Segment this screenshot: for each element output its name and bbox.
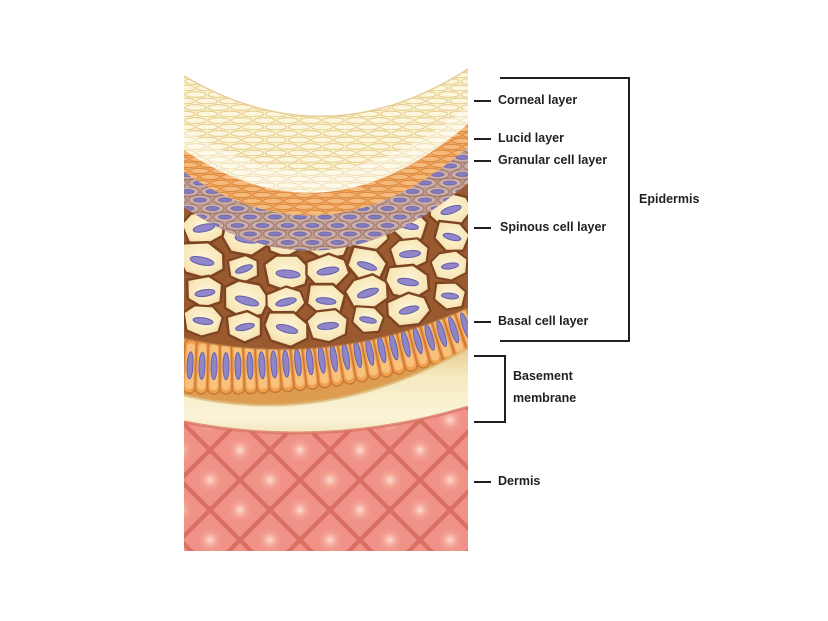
basement-membrane-bracket <box>474 355 506 423</box>
dermis-band <box>184 407 468 551</box>
label-epidermis: Epidermis <box>639 192 700 206</box>
label-basement-membrane: Basement membrane <box>513 369 577 405</box>
tick-basal-layer <box>474 321 491 323</box>
label-lucid-layer: Lucid layer <box>498 131 564 145</box>
label-corneal-layer: Corneal layer <box>498 93 578 107</box>
tick-spinous-layer <box>474 227 491 229</box>
tick-corneal-layer <box>474 100 491 102</box>
membrane-top-shadow <box>183 346 469 407</box>
tick-granular-layer <box>474 160 491 162</box>
label-spinous-layer: Spinous cell layer <box>500 220 607 234</box>
granular-layer-band <box>184 147 468 251</box>
epidermis-bracket <box>500 77 630 342</box>
corneal-lower-highlight <box>184 106 468 193</box>
tick-lucid-layer <box>474 138 491 140</box>
label-dermis: Dermis <box>498 474 541 488</box>
corneal-top-edge <box>183 68 469 117</box>
label-granular-layer: Granular cell layer <box>498 153 608 167</box>
tick-dermis <box>474 481 491 483</box>
lucid-layer-band <box>184 124 468 216</box>
basement-membrane-band <box>184 348 468 434</box>
label-basal-layer: Basal cell layer <box>498 314 589 328</box>
basal-top-edge <box>183 307 469 351</box>
corneal-layer-band <box>184 69 468 193</box>
dermis-top-edge <box>183 405 469 435</box>
